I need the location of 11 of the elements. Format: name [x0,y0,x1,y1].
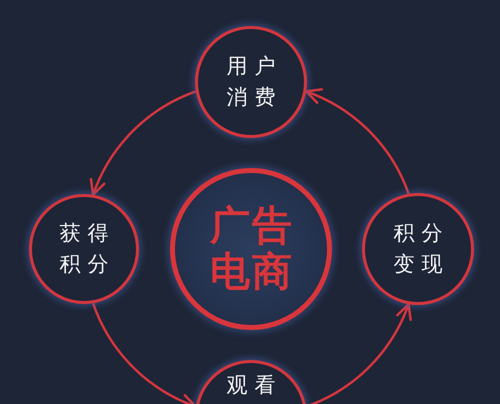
arrow [90,90,196,196]
step-label: 观看 [226,372,282,399]
hub-label: 广告电商 [208,203,295,295]
arrow [304,89,410,194]
step-circle [29,194,139,304]
arrow [92,302,198,404]
step-circle [362,193,474,305]
step-label: 用户消费 [226,53,282,111]
step-label: 积分变现 [392,220,450,278]
step-label: 获得积分 [58,220,116,278]
step-circle [195,26,307,138]
